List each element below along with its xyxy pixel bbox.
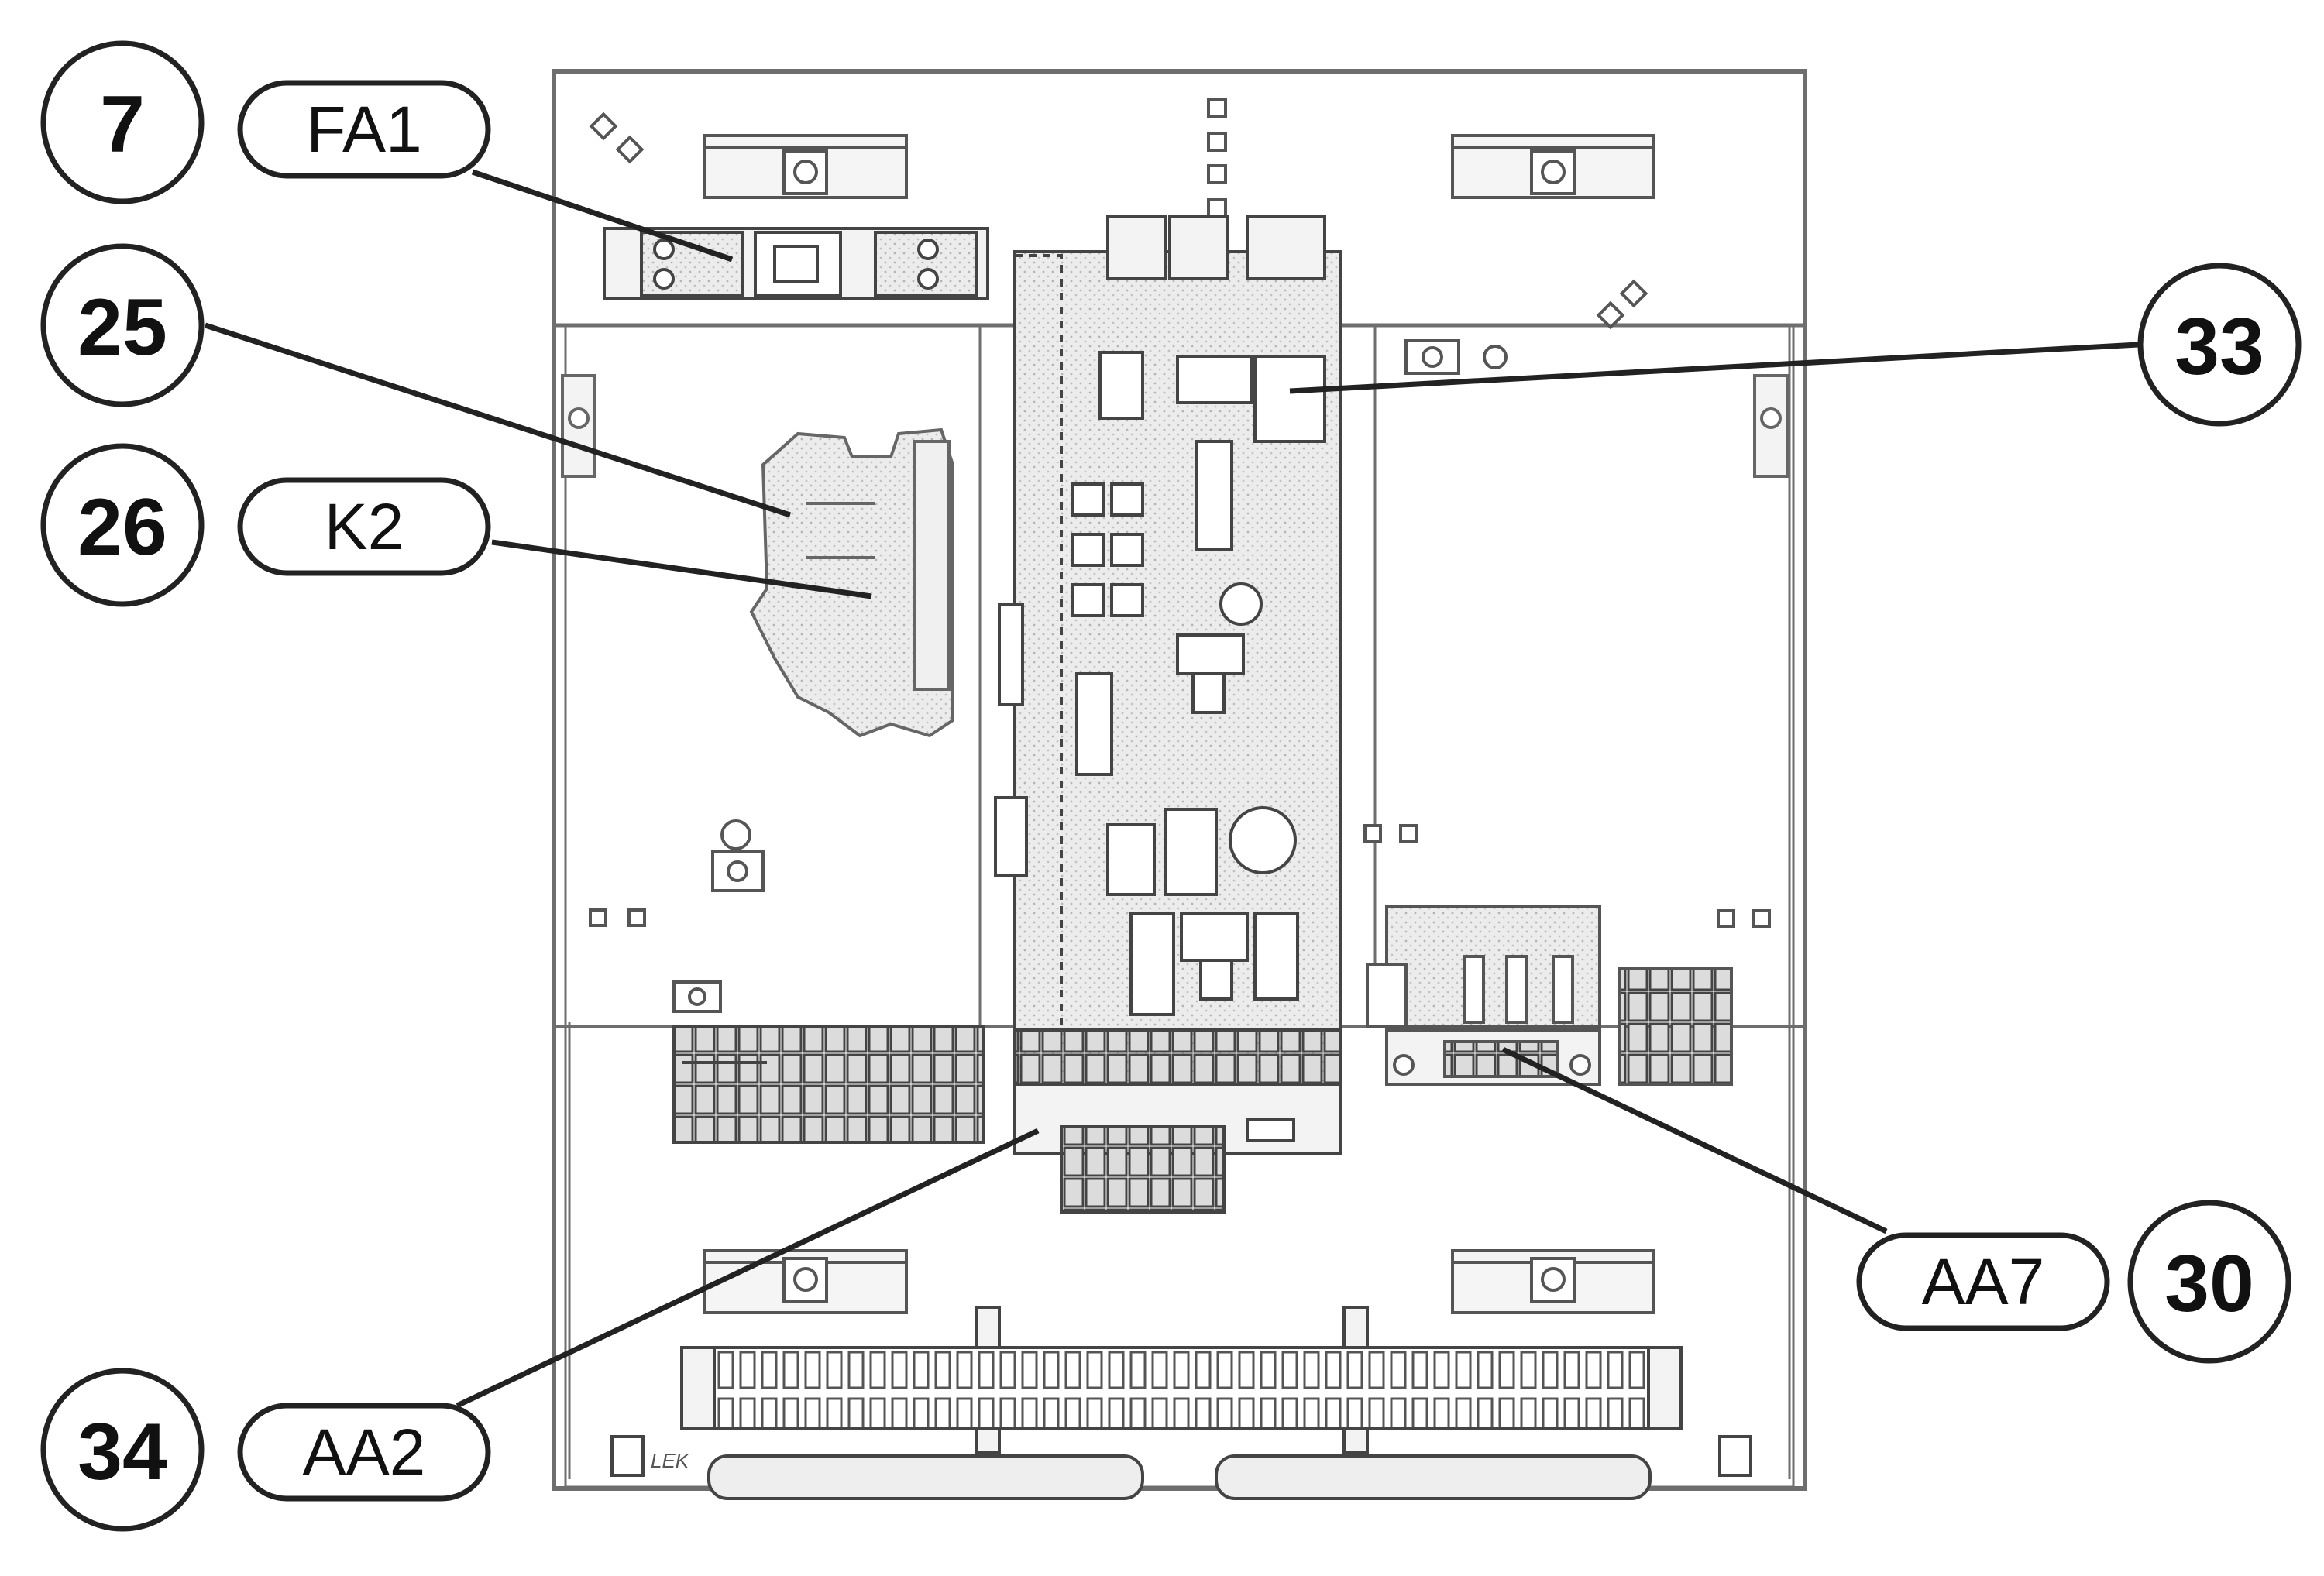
callout-25: 25: [40, 243, 205, 407]
callout-33-number: 33: [2174, 302, 2264, 392]
brand-mark: LEK: [651, 1449, 690, 1472]
grounding-point: [672, 819, 765, 1013]
mounting-bracket-top-left: [703, 134, 908, 199]
marker-squares: [589, 98, 1771, 928]
label-k2: K2: [237, 477, 491, 576]
side-clips: [561, 374, 1789, 478]
callout-34-number: 34: [77, 1407, 167, 1497]
mounting-bracket-bottom-right: [1451, 1249, 1655, 1314]
label-aa2-text: AA2: [303, 1416, 426, 1488]
mounting-bracket-top-right: [1451, 134, 1655, 199]
callout-7: 7: [40, 40, 205, 204]
callout-30: 30: [2127, 1200, 2291, 1364]
label-fa1: FA1: [237, 80, 491, 179]
circuit-breaker-fa1: [603, 227, 989, 300]
callout-25-number: 25: [77, 283, 167, 373]
label-k2-text: K2: [325, 490, 404, 563]
label-aa2: AA2: [237, 1403, 491, 1502]
mounting-bracket-bottom-left: [703, 1249, 908, 1314]
label-aa7-text: AA7: [1922, 1245, 2045, 1318]
relay-card-aa7: [1366, 905, 1733, 1086]
callout-26: 26: [40, 443, 205, 607]
terminal-block-left: [672, 1025, 985, 1144]
callout-26-number: 26: [77, 482, 167, 572]
label-fa1-text: FA1: [306, 93, 421, 166]
leader-lines: [204, 169, 2139, 1409]
callout-34: 34: [40, 1368, 205, 1532]
base-board-aa2: [994, 215, 1342, 1214]
label-aa7: AA7: [1856, 1232, 2110, 1331]
contactor-k2: [749, 427, 954, 738]
cable-comb: [680, 1306, 1683, 1454]
callout-33: 33: [2137, 263, 2302, 427]
callout-7-number: 7: [100, 80, 145, 170]
cable-glands: [610, 1435, 1752, 1500]
grounding-point-top: [1404, 339, 1508, 375]
callout-30-number: 30: [2164, 1239, 2254, 1329]
